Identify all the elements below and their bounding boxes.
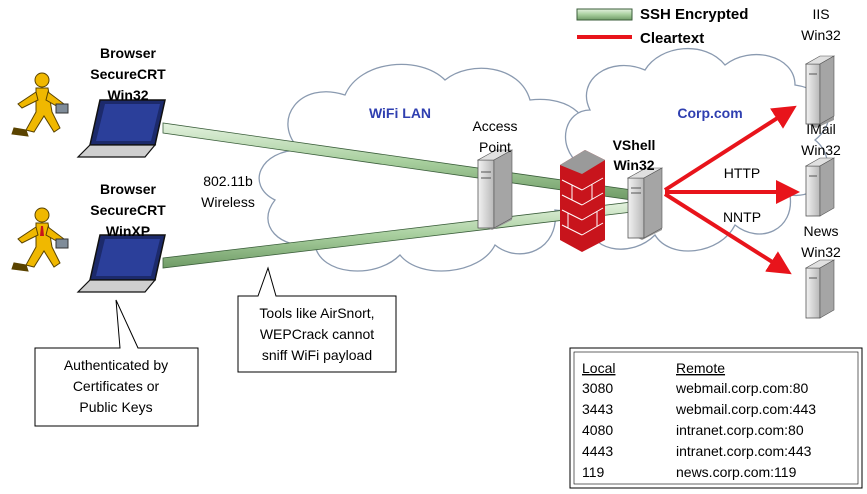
corp-cloud-label: Corp.com [677, 105, 742, 121]
iis-server-icon [804, 55, 836, 128]
access-point-label: Access Point [472, 118, 517, 155]
http-label: HTTP [724, 165, 761, 181]
wifi-lan-label: WiFi LAN [369, 105, 431, 121]
svg-text:WinXP: WinXP [106, 223, 150, 239]
imail-server-icon [804, 157, 836, 217]
svg-text:WEPCrack cannot: WEPCrack cannot [260, 326, 374, 342]
auth-callout: Authenticated by Certificates or Public … [34, 299, 199, 427]
wireless-label: 802.11b Wireless [201, 173, 255, 210]
table-row-local: 3080 [582, 380, 613, 396]
svg-text:Public Keys: Public Keys [79, 399, 152, 415]
news-server-icon [804, 259, 836, 319]
svg-text:Point: Point [479, 139, 511, 155]
laptop-icon-bottom [76, 234, 166, 293]
svg-text:Browser: Browser [100, 181, 157, 197]
news-label: News Win32 [801, 223, 841, 260]
svg-text:Tools like AirSnort,: Tools like AirSnort, [259, 305, 374, 321]
port-table-header-remote: Remote [676, 360, 725, 376]
svg-text:SecureCRT: SecureCRT [90, 66, 166, 82]
svg-text:Access: Access [472, 118, 517, 134]
vshell-label: VShell Win32 [613, 137, 656, 173]
access-point-server-icon [476, 149, 514, 230]
nntp-label: NNTP [723, 209, 761, 225]
firewall-icon [560, 150, 605, 252]
svg-text:sniff WiFi payload: sniff WiFi payload [262, 347, 372, 363]
table-row-remote: webmail.corp.com:80 [675, 380, 808, 396]
table-row-remote: webmail.corp.com:443 [675, 401, 816, 417]
client-label-top: Browser SecureCRT Win32 [90, 45, 166, 103]
svg-text:IMail: IMail [806, 121, 836, 137]
svg-text:News: News [803, 223, 838, 239]
sniff-callout: Tools like AirSnort, WEPCrack cannot sni… [237, 266, 397, 373]
table-row-remote: intranet.corp.com:80 [676, 422, 804, 438]
svg-text:Win32: Win32 [801, 142, 841, 158]
svg-text:Wireless: Wireless [201, 194, 255, 210]
svg-text:IIS: IIS [812, 6, 829, 22]
table-row-remote: intranet.corp.com:443 [676, 443, 812, 459]
arrow-to-news [663, 192, 792, 275]
svg-text:Authenticated by: Authenticated by [64, 357, 168, 373]
svg-text:Browser: Browser [100, 45, 157, 61]
svg-text:802.11b: 802.11b [203, 173, 253, 189]
table-row-local: 3443 [582, 401, 613, 417]
legend-ssh-label: SSH Encrypted [640, 6, 748, 23]
client-label-bottom: Browser SecureCRT WinXP [90, 181, 166, 239]
table-row-local: 119 [582, 464, 605, 480]
port-table-header-local: Local [582, 360, 615, 376]
arrow-to-iis [663, 105, 797, 192]
svg-text:Certificates or: Certificates or [73, 378, 160, 394]
svg-text:Win32: Win32 [801, 27, 841, 43]
legend-cleartext-label: Cleartext [640, 30, 704, 47]
table-row-local: 4443 [582, 443, 613, 459]
person-icon-bottom [11, 207, 69, 272]
legend-ssh-swatch [576, 8, 633, 21]
cleartext-arrows [663, 105, 800, 275]
table-row-remote: news.corp.com:119 [676, 464, 797, 480]
port-table: Local Remote 3080 webmail.corp.com:80 34… [569, 347, 863, 489]
imail-label: IMail Win32 [801, 121, 841, 158]
svg-text:VShell: VShell [613, 137, 656, 153]
person-icon-top [11, 72, 69, 137]
svg-text:Win32: Win32 [613, 157, 654, 173]
vshell-server-icon [626, 167, 664, 240]
iis-label: IIS Win32 [801, 6, 841, 43]
legend: SSH Encrypted Cleartext [576, 6, 748, 47]
svg-text:SecureCRT: SecureCRT [90, 202, 166, 218]
svg-text:Win32: Win32 [107, 87, 148, 103]
table-row-local: 4080 [582, 422, 613, 438]
laptop-icon-top [76, 99, 166, 158]
svg-text:Win32: Win32 [801, 244, 841, 260]
